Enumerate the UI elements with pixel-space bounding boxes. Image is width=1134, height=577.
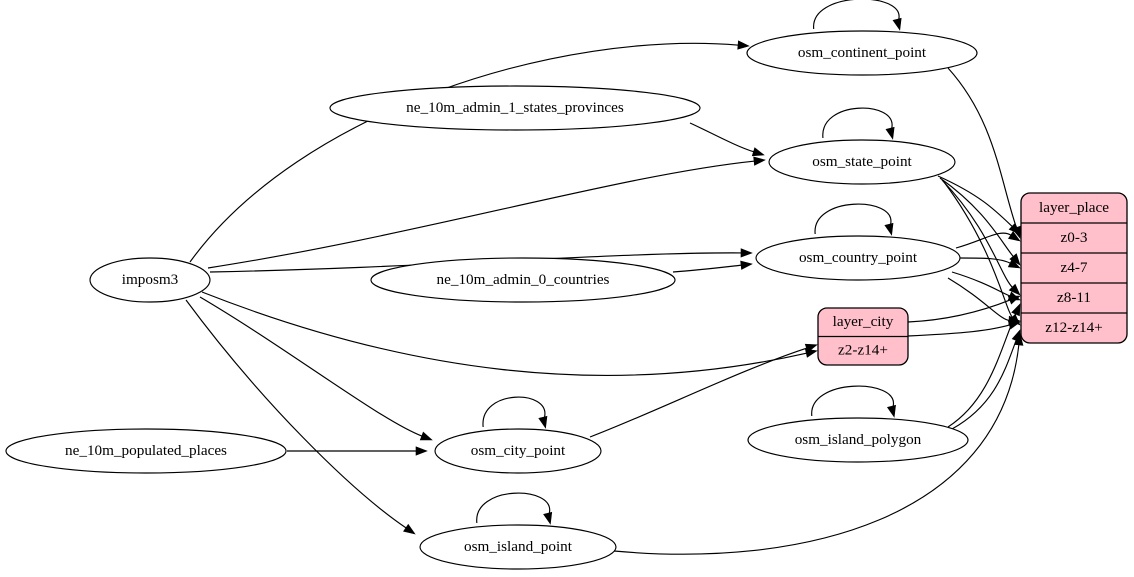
- record-row-label-layer_city-0[interactable]: layer_city: [833, 313, 894, 330]
- edge-country-z4-7: [959, 257, 1012, 264]
- self-loop-arrowhead-osm_country_point: [884, 222, 894, 236]
- node-ne_10m_populated_places[interactable]: ne_10m_populated_places: [5, 428, 287, 474]
- node-osm_country_point[interactable]: osm_country_point: [755, 235, 961, 281]
- self-loop-arrowhead-osm_continent_point: [892, 17, 902, 31]
- edge-imposm3-continent-arrowhead: [737, 40, 750, 50]
- edge-state-z8-11-arrowhead: [1008, 283, 1021, 296]
- edge-country-z8-11: [951, 271, 1011, 297]
- edge-country-z0-3: [955, 232, 1012, 249]
- node-ellipse-osm_country_point: [755, 235, 961, 281]
- node-osm_island_point[interactable]: osm_island_point: [419, 524, 617, 570]
- edge-state-z4-7-arrowhead: [1009, 253, 1021, 266]
- edge-island-point-z12-z14+-arrowhead: [1014, 333, 1024, 346]
- self-loop-arrowhead-osm_city_point: [538, 415, 548, 429]
- record-row-label-layer_place-0[interactable]: layer_place: [1039, 199, 1109, 216]
- edge-country-z12-z14+: [947, 277, 1010, 322]
- self-loop-osm_island_point: [476, 492, 550, 524]
- node-imposm3[interactable]: imposm3: [89, 257, 211, 303]
- node-ne_10m_admin_0_countries[interactable]: ne_10m_admin_0_countries: [370, 257, 676, 303]
- edge-imposm3-island-point: [185, 299, 407, 529]
- record-row-label-layer_city-1[interactable]: z2-z14+: [838, 342, 888, 359]
- edge-imposm3-state-arrowhead: [753, 156, 766, 166]
- edge-city-layer-city-arrowhead: [804, 343, 818, 353]
- records-layer: layer_place z0-3 z4-7 z8-11 z12-z14+ layer_ci…: [817, 192, 1128, 366]
- edge-layer-city-z12-z14+: [907, 324, 1011, 337]
- record-node-layer_city[interactable]: layer_city z2-z14+: [817, 307, 909, 366]
- node-label-ne_10m_populated_places: ne_10m_populated_places: [65, 442, 227, 459]
- node-ellipse-osm_continent_point: [746, 30, 978, 76]
- edge-continent-z0-3: [947, 67, 1018, 229]
- node-ne_10m_admin_1_states_provinces[interactable]: ne_10m_admin_1_states_provinces: [329, 85, 701, 131]
- record-row-label-layer_place-4[interactable]: z12-z14+: [1045, 319, 1102, 336]
- edge-populated-places-city-arrowhead: [415, 446, 428, 456]
- edge-state-z0-3: [937, 175, 1014, 228]
- edge-states-provinces-state: [689, 122, 755, 153]
- node-ellipse-osm_state_point: [768, 139, 956, 185]
- edge-imposm3-island-point-arrowhead: [403, 523, 416, 535]
- node-ellipse-ne_10m_populated_places: [5, 428, 287, 474]
- edge-imposm3-country-arrowhead: [740, 248, 753, 258]
- node-ellipse-ne_10m_admin_1_states_provinces: [329, 85, 701, 131]
- edge-island-polygon-z8-11-arrowhead: [1011, 303, 1021, 317]
- edge-layer-city-z12-z14+-arrowhead: [1007, 320, 1021, 330]
- edge-state-z4-7: [939, 177, 1015, 258]
- edge-country-z4-7-arrowhead: [1007, 258, 1021, 269]
- edge-state-z8-11: [941, 179, 1014, 289]
- edge-country-z0-3-arrowhead: [1007, 230, 1021, 242]
- edge-imposm3-state: [207, 160, 755, 269]
- self-loop-arrowhead-osm_island_point: [543, 511, 553, 525]
- self-loop-osm_state_point: [822, 107, 893, 139]
- node-ellipse-osm_island_point: [419, 524, 617, 570]
- self-loop-arrowhead-osm_state_point: [885, 126, 895, 140]
- node-osm_city_point[interactable]: osm_city_point: [434, 428, 602, 474]
- self-loop-osm_city_point: [482, 396, 546, 428]
- record-row-label-layer_place-2[interactable]: z4-7: [1061, 259, 1088, 276]
- edge-imposm3-city: [199, 296, 423, 437]
- node-label-osm_city_point: osm_city_point: [471, 442, 566, 459]
- edge-imposm3-layer-city: [201, 291, 808, 376]
- node-label-imposm3: imposm3: [122, 271, 179, 288]
- edge-city-layer-city: [589, 347, 808, 438]
- record-row-label-layer_place-1[interactable]: z0-3: [1061, 229, 1088, 246]
- node-osm_state_point[interactable]: osm_state_point: [768, 139, 956, 185]
- nodes-layer: imposm3 ne_10m_admin_1_states_provincesne…: [5, 30, 978, 570]
- node-osm_continent_point[interactable]: osm_continent_point: [746, 30, 978, 76]
- record-node-layer_place[interactable]: layer_place z0-3 z4-7 z8-11 z12-z14+: [1020, 192, 1128, 344]
- edge-layer-city-z8-11-arrowhead: [1007, 295, 1021, 305]
- self-loop-osm_country_point: [814, 203, 892, 235]
- node-label-osm_continent_point: osm_continent_point: [798, 44, 927, 61]
- record-row-label-layer_place-3[interactable]: z8-11: [1057, 289, 1091, 306]
- self-loop-arrowhead-osm_island_polygon: [886, 404, 896, 418]
- edge-imposm3-continent: [189, 42, 739, 263]
- node-label-osm_country_point: osm_country_point: [799, 249, 918, 266]
- node-label-ne_10m_admin_1_states_provinces: ne_10m_admin_1_states_provinces: [406, 99, 624, 116]
- node-ellipse-ne_10m_admin_0_countries: [370, 257, 676, 303]
- node-label-osm_island_polygon: osm_island_polygon: [795, 431, 922, 448]
- self-loop-osm_continent_point: [813, 0, 900, 30]
- node-label-ne_10m_admin_0_countries: ne_10m_admin_0_countries: [437, 271, 610, 288]
- edge-countries-country: [672, 264, 742, 273]
- edge-state-z0-3-arrowhead: [1008, 222, 1021, 235]
- edge-state-z12-z14+: [943, 181, 1014, 319]
- record-box-layer_place: [1020, 192, 1128, 344]
- node-label-osm_state_point: osm_state_point: [812, 153, 912, 170]
- edge-countries-country-arrowhead: [740, 260, 753, 270]
- edge-island-point-z12-z14+: [613, 344, 1020, 555]
- node-ellipse-osm_city_point: [434, 428, 602, 474]
- node-ellipse-osm_island_polygon: [747, 417, 969, 463]
- edge-layer-city-z8-11: [907, 299, 1011, 323]
- node-osm_island_polygon[interactable]: osm_island_polygon: [747, 417, 969, 463]
- edge-states-provinces-state-arrowhead: [751, 147, 765, 157]
- self-loop-osm_island_polygon: [811, 385, 894, 417]
- node-label-osm_island_point: osm_island_point: [464, 538, 573, 555]
- edge-island-polygon-z12-z14+: [951, 339, 1017, 430]
- edge-imposm3-city-arrowhead: [419, 431, 433, 441]
- node-ellipse-imposm3: [89, 257, 211, 303]
